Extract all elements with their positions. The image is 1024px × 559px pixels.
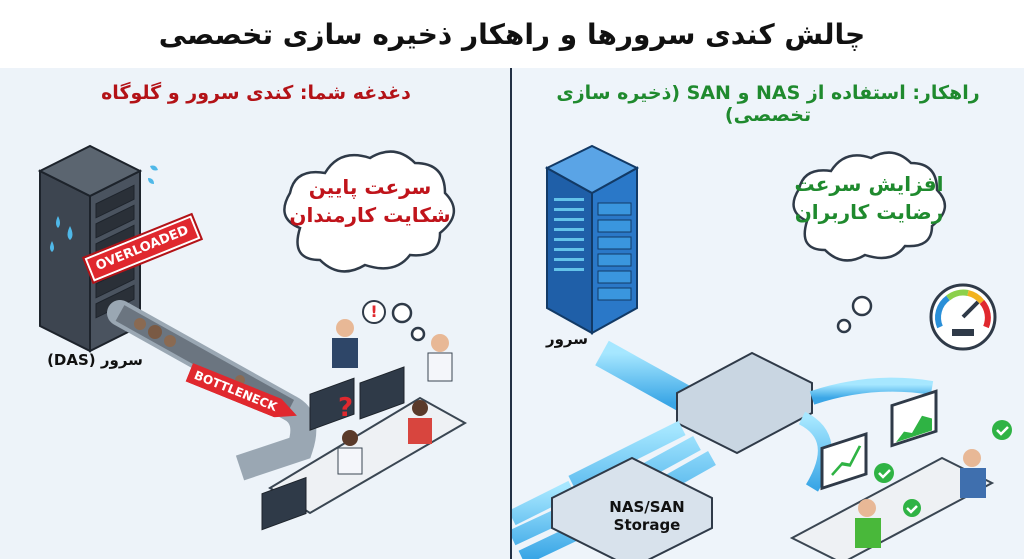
solution-cloud-text: افزایش سرعت رضایت کاربران [794, 170, 944, 226]
das-server-label: سرور (DAS) [47, 351, 143, 369]
thought-cloud-icon [792, 151, 946, 334]
thought-cloud-icon [283, 150, 455, 342]
cloud-line-2: شکایت کارمندان [289, 203, 451, 227]
cloud-line-1: سرعت پایین [308, 175, 432, 199]
question-mark-icon: ? [338, 393, 354, 423]
speedometer-icon [929, 283, 997, 351]
storage-label: NAS/SAN Storage [582, 498, 712, 534]
panel-divider [510, 68, 513, 559]
fast-server-icon [544, 144, 640, 335]
fiber-cables-and-hub [512, 340, 934, 559]
storage-label-line-1: NAS/SAN [609, 498, 685, 516]
alert-speech-bubble: ! [362, 300, 386, 324]
happy-office-scene [789, 389, 1012, 559]
solution-panel: راهکار: استفاده از NAS و SAN (ذخیره سازی… [512, 68, 1024, 559]
cloud-line-1: افزایش سرعت [794, 172, 944, 196]
frustrated-office-scene [261, 319, 468, 531]
server-label: سرور [545, 330, 589, 348]
page-title: چالش کندی سرورها و راهکار ذخیره سازی تخص… [158, 17, 866, 51]
problem-heading: دغدغه شما: کندی سرور و گلوگاه [101, 82, 411, 104]
problem-cloud-text: سرعت پایین شکایت کارمندان [285, 173, 455, 229]
problem-panel: دغدغه شما: کندی سرور و گلوگاه OVERLOADED… [0, 68, 512, 559]
storage-label-line-2: Storage [613, 516, 681, 534]
cloud-line-2: رضایت کاربران [794, 200, 944, 224]
solution-heading: راهکار: استفاده از NAS و SAN (ذخیره سازی… [556, 82, 980, 126]
title-bar: چالش کندی سرورها و راهکار ذخیره سازی تخص… [0, 0, 1024, 68]
